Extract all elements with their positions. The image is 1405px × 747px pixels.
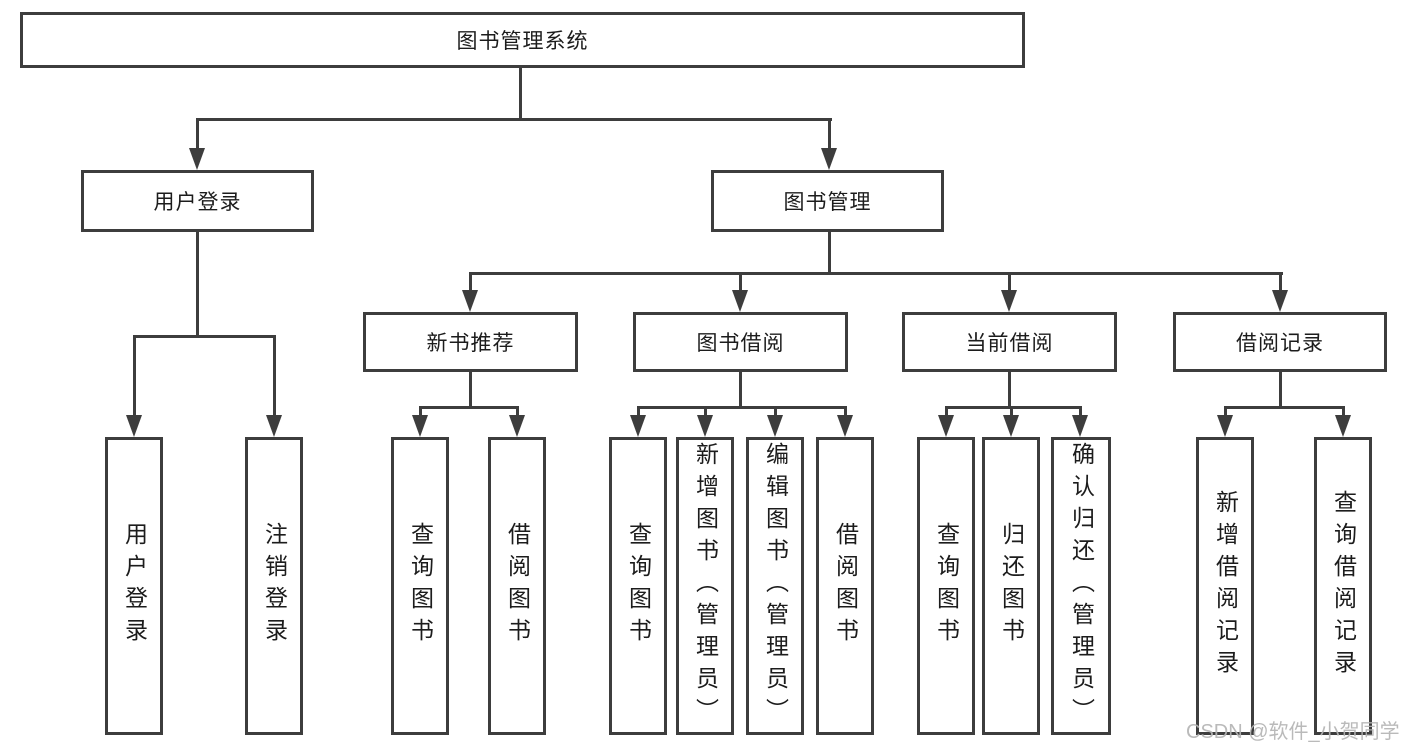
watermark: CSDN @软件_小贺同学 [1186,721,1400,743]
connector-group-stem [1279,370,1282,409]
connector-drop-group [1279,272,1282,292]
connector-drop-leaf [774,406,777,420]
arrow-down [462,290,478,312]
connector-drop-leaf [273,335,276,417]
connector-drop-leaf [419,406,422,420]
arrow-down [126,415,142,437]
node-book-management: 图书管理 [711,170,944,232]
arrow-down [697,415,713,437]
connector-drop-book-management [828,118,831,150]
leaf-query-borrow-record: 查询借阅记录 [1314,437,1372,735]
leaf-edit-book-admin: 编辑图书（管理员） [746,437,804,735]
connector-drop-leaf [1224,406,1227,420]
arrow-down [1217,415,1233,437]
leaf-user-login: 用户登录 [105,437,163,735]
leaf-add-book-admin: 新增图书（管理员） [676,437,734,735]
connector-drop-group [469,272,472,292]
arrow-down [767,415,783,437]
connector-drop-leaf [704,406,707,420]
arrow-down [189,148,205,170]
arrow-down [821,148,837,170]
leaf-return-book: 归还图书 [982,437,1040,735]
leaf-confirm-return-admin: 确认归还（管理员） [1051,437,1111,735]
connector-drop-leaf [844,406,847,420]
leaf-logout: 注销登录 [245,437,303,735]
connector-leaf-bar [945,406,1082,409]
arrow-down [1003,415,1019,437]
connector-leaf-bar [419,406,519,409]
connector-drop-leaf [1079,406,1082,420]
arrow-down [732,290,748,312]
leaf-query-books-current: 查询图书 [917,437,975,735]
connector-level3-bar [469,272,1283,275]
arrow-down [938,415,954,437]
arrow-down [837,415,853,437]
node-borrowing-records: 借阅记录 [1173,312,1387,372]
leaf-borrow-books-borrowing: 借阅图书 [816,437,874,735]
connector-drop-group [1008,272,1011,292]
node-book-borrowing: 图书借阅 [633,312,848,372]
connector-group-stem [1008,370,1011,409]
arrow-down [1335,415,1351,437]
leaf-borrow-books-recommend: 借阅图书 [488,437,546,735]
arrow-down [1272,290,1288,312]
arrow-down [266,415,282,437]
leaf-add-borrow-record: 新增借阅记录 [1196,437,1254,735]
connector-level2-bar [196,118,832,121]
arrow-down [1072,415,1088,437]
connector-drop-leaf [133,335,136,417]
node-current-borrowing: 当前借阅 [902,312,1117,372]
arrow-down [1001,290,1017,312]
connector-leaf-bar [637,406,847,409]
connector-drop-user-login [196,118,199,150]
connector-leaf-bar [1224,406,1345,409]
connector-drop-leaf [1010,406,1013,420]
connector-book-management-stem [828,230,831,275]
node-user-login: 用户登录 [81,170,314,232]
arrow-down [509,415,525,437]
connector-drop-leaf [945,406,948,420]
connector-user-login-bar [133,335,276,338]
connector-drop-leaf [637,406,640,420]
connector-drop-group [739,272,742,292]
connector-group-stem [739,370,742,409]
connector-drop-leaf [1342,406,1345,420]
leaf-query-books-recommend: 查询图书 [391,437,449,735]
connector-user-login-stem [196,230,199,337]
node-new-book-recommendation: 新书推荐 [363,312,578,372]
arrow-down [630,415,646,437]
connector-root-stem [519,68,522,120]
node-root: 图书管理系统 [20,12,1025,68]
leaf-query-books-borrowing: 查询图书 [609,437,667,735]
connector-group-stem [469,370,472,409]
arrow-down [412,415,428,437]
connector-drop-leaf [516,406,519,420]
